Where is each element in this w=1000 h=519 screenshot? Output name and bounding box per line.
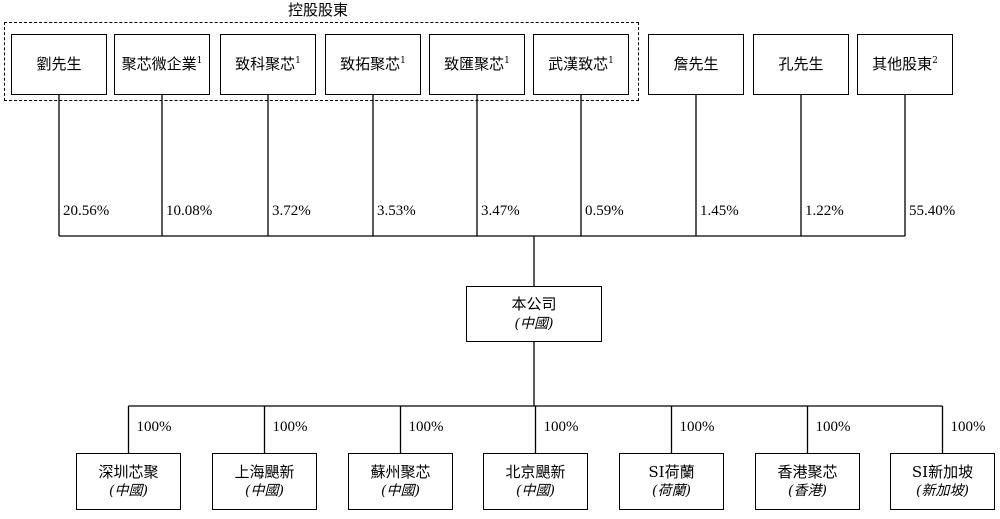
subsidiary-box: 蘇州聚芯 (中國) bbox=[348, 453, 453, 510]
shareholding-percent: 0.59% bbox=[585, 203, 624, 219]
subsidiary-box: 上海颶新 (中國) bbox=[212, 453, 317, 510]
footnote-marker: 1 bbox=[608, 56, 614, 67]
company-location: (中國) bbox=[514, 315, 554, 332]
shareholding-percent: 10.08% bbox=[166, 203, 213, 219]
shareholder-box: 聚芯微企業1 bbox=[114, 34, 210, 95]
subsidiary-box: SI新加坡 (新加坡) bbox=[890, 453, 995, 510]
shareholder-name-text: 劉先生 bbox=[36, 55, 82, 74]
shareholding-percent: 1.22% bbox=[805, 203, 844, 219]
shareholder-name-text: 致科聚芯 bbox=[235, 55, 296, 74]
subsidiary-name: 北京颶新 bbox=[505, 462, 566, 481]
shareholder-box: 致匯聚芯1 bbox=[429, 34, 525, 95]
subsidiary-percent: 100% bbox=[272, 419, 308, 435]
shareholder-box: 其他股東2 bbox=[857, 34, 953, 95]
shareholder-name: 孔先生 bbox=[778, 54, 823, 74]
subsidiary-name: 上海颶新 bbox=[234, 462, 295, 481]
shareholding-percent: 20.56% bbox=[63, 203, 110, 219]
shareholder-name-text: 致拓聚芯 bbox=[340, 55, 401, 74]
footnote-marker: 1 bbox=[400, 56, 406, 67]
subsidiary-name: 深圳芯聚 bbox=[98, 462, 159, 481]
shareholding-percent: 55.40% bbox=[909, 203, 956, 219]
shareholder-name: 致科聚芯1 bbox=[235, 54, 301, 74]
footnote-marker: 1 bbox=[196, 56, 203, 67]
shareholder-name: 聚芯微企業1 bbox=[122, 54, 203, 74]
shareholder-box: 武漢致芯1 bbox=[533, 34, 629, 95]
shareholding-percent: 3.53% bbox=[377, 203, 416, 219]
subsidiary-box: 北京颶新 (中國) bbox=[483, 453, 588, 510]
subsidiary-location: (中國) bbox=[381, 483, 420, 500]
subsidiary-location: (中國) bbox=[245, 483, 284, 500]
subsidiary-box: 深圳芯聚 (中國) bbox=[76, 453, 181, 510]
shareholder-name: 詹先生 bbox=[673, 54, 718, 74]
company-name: 本公司 bbox=[511, 295, 557, 314]
subsidiary-name: 香港聚芯 bbox=[777, 462, 838, 481]
subsidiary-location: (新加坡) bbox=[916, 483, 969, 500]
shareholder-name-text: 孔先生 bbox=[778, 55, 824, 74]
footnote-marker: 1 bbox=[504, 56, 510, 67]
subsidiary-location: (荷蘭) bbox=[652, 483, 691, 500]
shareholder-box: 詹先生 bbox=[648, 34, 744, 95]
shareholder-name: 其他股東2 bbox=[872, 54, 938, 74]
footnote-marker: 1 bbox=[295, 56, 301, 67]
shareholder-box: 致科聚芯1 bbox=[220, 34, 316, 95]
subsidiary-box: 香港聚芯 (香港) bbox=[755, 453, 860, 510]
subsidiary-percent: 100% bbox=[543, 419, 579, 435]
subsidiary-percent: 100% bbox=[950, 419, 986, 435]
shareholder-name-text: 聚芯微企業 bbox=[121, 55, 197, 74]
subsidiary-percent: 100% bbox=[815, 419, 851, 435]
subsidiary-location: (中國) bbox=[516, 483, 555, 500]
shareholder-name-text: 其他股東 bbox=[872, 55, 933, 74]
footnote-marker: 2 bbox=[932, 56, 938, 67]
shareholder-name: 武漢致芯1 bbox=[548, 54, 614, 74]
company-box: 本公司 (中國) bbox=[466, 286, 602, 342]
subsidiary-name: 蘇州聚芯 bbox=[370, 462, 431, 481]
subsidiary-name: SI荷蘭 bbox=[648, 462, 695, 481]
controlling-shareholders-group bbox=[4, 22, 639, 101]
shareholder-name-text: 致匯聚芯 bbox=[444, 55, 505, 74]
shareholding-percent: 1.45% bbox=[700, 203, 739, 219]
subsidiary-location: (中國) bbox=[109, 483, 148, 500]
subsidiary-percent: 100% bbox=[136, 419, 172, 435]
subsidiary-location: (香港) bbox=[788, 483, 827, 500]
shareholder-name-text: 詹先生 bbox=[673, 55, 719, 74]
shareholder-name: 劉先生 bbox=[36, 54, 81, 74]
shareholder-name-text: 武漢致芯 bbox=[548, 55, 609, 74]
shareholder-box: 劉先生 bbox=[11, 34, 107, 95]
subsidiary-percent: 100% bbox=[679, 419, 715, 435]
shareholder-name: 致拓聚芯1 bbox=[340, 54, 406, 74]
shareholder-name: 致匯聚芯1 bbox=[444, 54, 510, 74]
shareholding-percent: 3.47% bbox=[481, 203, 520, 219]
shareholder-box: 致拓聚芯1 bbox=[325, 34, 421, 95]
subsidiary-percent: 100% bbox=[408, 419, 444, 435]
subsidiary-box: SI荷蘭 (荷蘭) bbox=[619, 453, 724, 510]
shareholding-percent: 3.72% bbox=[272, 203, 311, 219]
controlling-shareholders-label: 控股股東 bbox=[288, 1, 349, 19]
shareholder-box: 孔先生 bbox=[753, 34, 849, 95]
subsidiary-name: SI新加坡 bbox=[911, 462, 974, 481]
